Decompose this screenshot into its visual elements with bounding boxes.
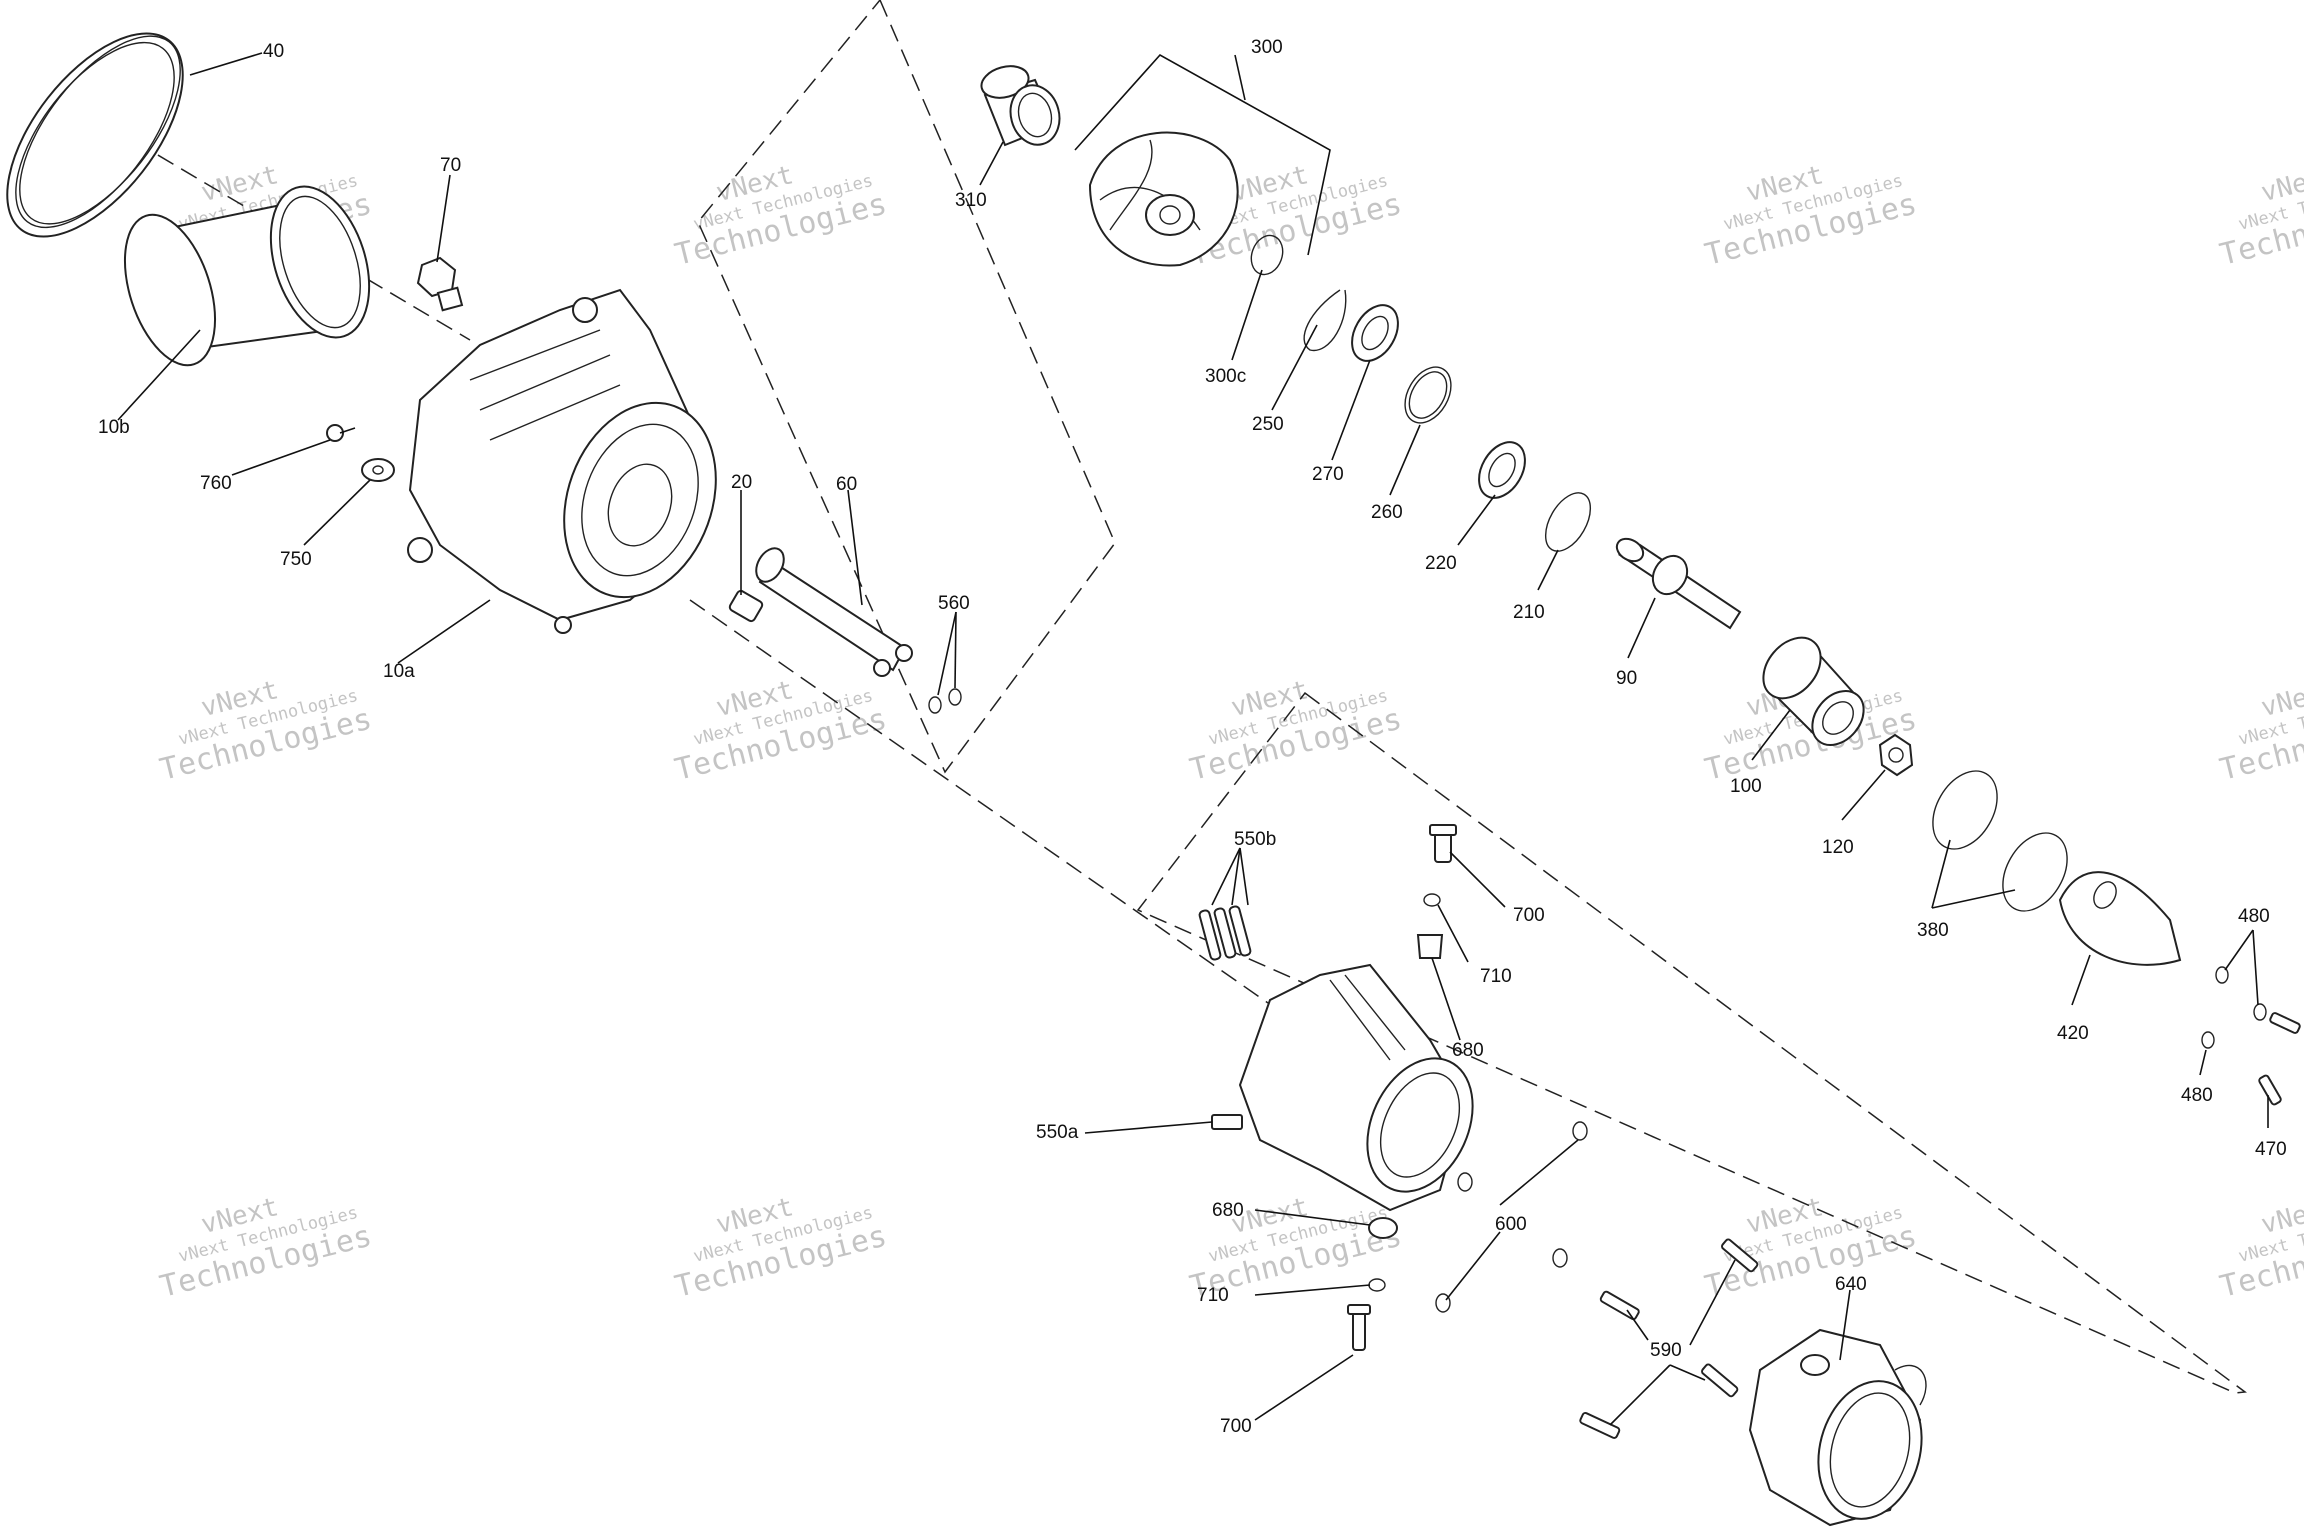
screw-470b-part — [2258, 1074, 2282, 1106]
label-700-top: 700 — [1513, 905, 1545, 926]
label-120: 120 — [1822, 837, 1854, 858]
watermark: vNext vNext Technologies Technologies — [2216, 675, 2304, 788]
label-560: 560 — [938, 593, 970, 614]
label-680-top: 680 — [1452, 1040, 1484, 1061]
watermark: vNext vNext Technologies Technologies — [671, 1192, 890, 1305]
label-470: 470 — [2255, 1139, 2287, 1160]
washer-750-part — [361, 458, 395, 482]
label-380: 380 — [1917, 920, 1949, 941]
watermark: vNext vNext Technologies Technologies — [1186, 675, 1405, 788]
main-axis-lower — [689, 599, 1269, 1004]
label-700-bottom: 700 — [1220, 1416, 1252, 1437]
venturi-group-boundary — [1136, 691, 2248, 1394]
watermark: vNext vNext Technologies Technologies — [671, 675, 890, 788]
label-260: 260 — [1371, 502, 1403, 523]
washer-710b-part — [1368, 1278, 1386, 1292]
label-210: 210 — [1513, 602, 1545, 623]
watermark: vNext vNext Technologies Technologies — [1701, 160, 1920, 273]
bushing-20-part — [728, 589, 764, 623]
bushing-310-part — [980, 65, 1061, 147]
bolt-700a-part — [1429, 824, 1457, 863]
leader-lines — [117, 52, 2269, 1426]
label-710-top: 710 — [1480, 966, 1512, 987]
watermark: vNext vNext Technologies Technologies — [2216, 1192, 2304, 1305]
screw-470a-part — [2269, 1012, 2301, 1034]
label-480-top: 480 — [2238, 906, 2270, 927]
impeller-part — [1088, 131, 1239, 267]
circlip-250-part — [1303, 289, 1347, 352]
label-590: 590 — [1650, 1340, 1682, 1361]
label-220: 220 — [1425, 553, 1457, 574]
watermark: vNext vNext Technologies Technologies — [671, 160, 890, 273]
washer-710a-part — [1423, 893, 1441, 907]
drain-plug-part — [416, 256, 464, 312]
washer-480b-part — [2201, 1031, 2215, 1049]
label-680-bottom: 680 — [1212, 1200, 1244, 1221]
impeller-group-boundary — [697, 0, 1116, 774]
label-10a: 10a — [383, 661, 415, 682]
label-100: 100 — [1730, 776, 1762, 797]
watermark: vNext vNext Technologies Technologies — [156, 1192, 375, 1305]
ring-260-part — [1404, 366, 1452, 424]
label-300: 300 — [1251, 37, 1283, 58]
watermark: vNext vNext Technologies Technologies — [156, 675, 375, 788]
label-250: 250 — [1252, 414, 1284, 435]
pump-housing-part — [407, 288, 717, 634]
label-710-bottom: 710 — [1197, 1285, 1229, 1306]
grommet-680b-part — [1368, 1217, 1398, 1239]
label-420: 420 — [2057, 1023, 2089, 1044]
label-270: 270 — [1312, 464, 1344, 485]
sleeve-part — [123, 185, 371, 367]
tube-60-part — [755, 547, 913, 677]
o-ring-210-part — [1544, 492, 1592, 552]
label-20: 20 — [731, 472, 752, 493]
venturi-housing-part — [1211, 963, 1474, 1212]
bolt-700b-part — [1347, 1304, 1371, 1351]
label-480-bottom: 480 — [2181, 1085, 2213, 1106]
label-300c: 300c — [1205, 366, 1246, 387]
o-rings-380-part — [1932, 770, 2068, 912]
pins-550b-part — [1198, 905, 1252, 961]
nut-part — [1878, 733, 1914, 777]
grommet-680a-part — [1416, 934, 1444, 959]
seal-220-part — [1478, 441, 1526, 499]
label-70: 70 — [440, 155, 461, 176]
label-760: 760 — [200, 473, 232, 494]
label-600: 600 — [1495, 1214, 1527, 1235]
watermark: vNext vNext Technologies Technologies — [1701, 1192, 1920, 1305]
cone-part — [2058, 871, 2182, 966]
shaft-part — [1615, 537, 1742, 630]
label-40: 40 — [263, 41, 284, 62]
label-310: 310 — [955, 190, 987, 211]
screw-760-part — [326, 424, 356, 442]
main-axis-upper — [64, 99, 471, 341]
watermark: vNext vNext Technologies Technologies — [2216, 160, 2304, 273]
wear-ring-part — [6, 32, 184, 238]
seal-270-part — [1351, 304, 1399, 362]
label-750: 750 — [280, 549, 312, 570]
bearing-part — [1762, 636, 1865, 746]
washer-480c-part — [2253, 1003, 2267, 1021]
assembly-boundaries — [64, 0, 2248, 1394]
label-10b: 10b — [98, 417, 130, 438]
bolts-590-part — [1579, 1238, 1759, 1439]
nozzle-part — [1748, 1328, 1927, 1527]
label-550a: 550a — [1036, 1122, 1079, 1143]
parts-layer — [6, 32, 2301, 1527]
label-550b: 550b — [1234, 829, 1276, 850]
washer-480a-part — [2215, 966, 2229, 984]
label-90: 90 — [1616, 668, 1637, 689]
part-labels: 40 70 10b 760 750 10a 20 60 560 310 300 … — [98, 37, 2287, 1437]
label-60: 60 — [836, 474, 857, 495]
washers-600-part — [1435, 1121, 1588, 1313]
watermark-layer: vNext vNext Technologies Technologies vN… — [156, 160, 2304, 1305]
label-640: 640 — [1835, 1274, 1867, 1295]
o-rings-560-part — [928, 688, 962, 714]
